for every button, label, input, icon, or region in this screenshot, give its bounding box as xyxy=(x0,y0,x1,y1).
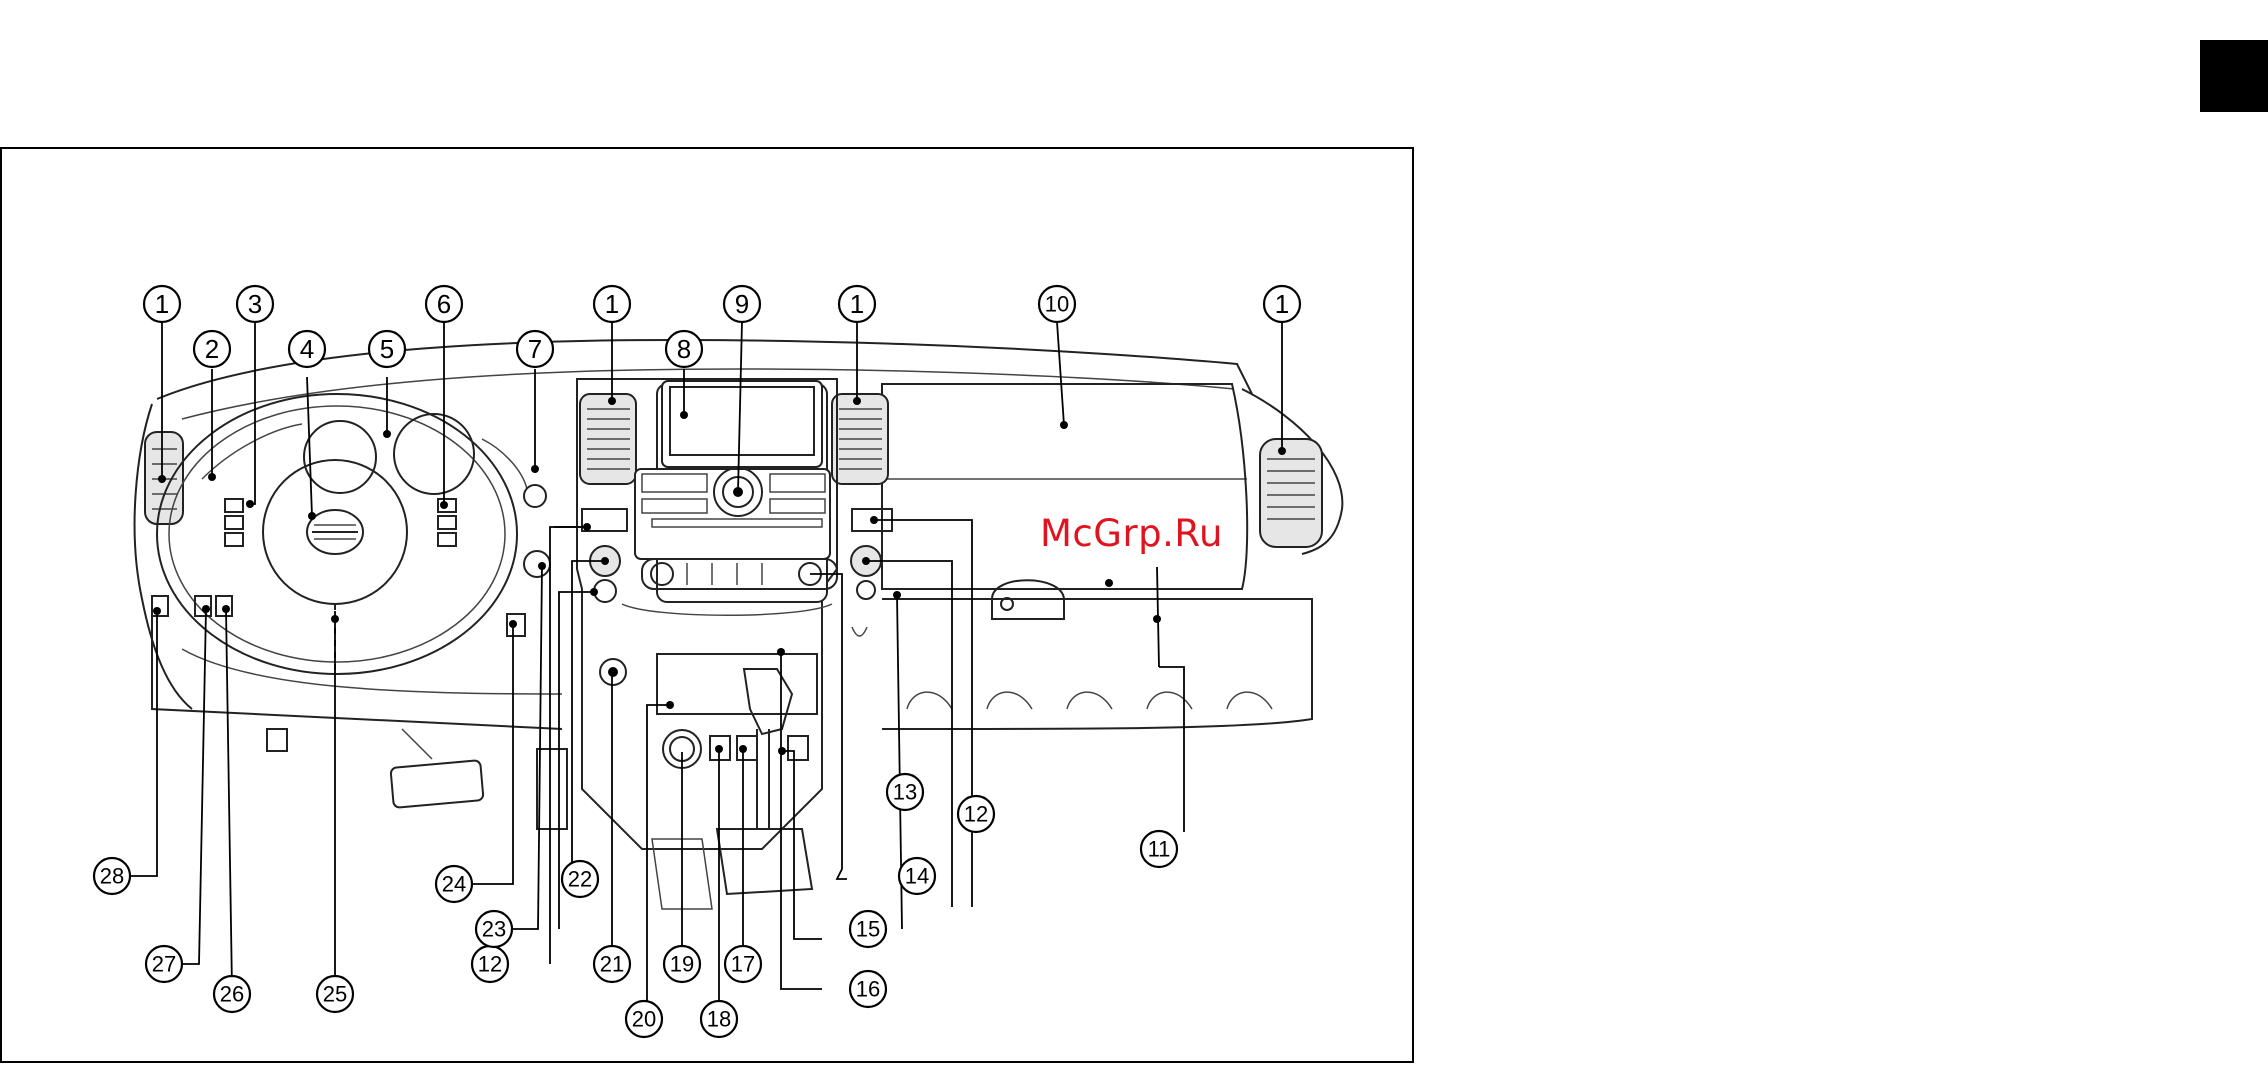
svg-text:16: 16 xyxy=(856,977,880,1002)
callout-21: 21 xyxy=(594,946,630,982)
svg-text:20: 20 xyxy=(632,1007,656,1032)
callout-8: 8 xyxy=(666,331,702,367)
svg-text:17: 17 xyxy=(731,952,755,977)
svg-text:1: 1 xyxy=(1275,289,1289,319)
svg-text:19: 19 xyxy=(670,952,694,977)
callout-3: 3 xyxy=(237,286,273,322)
callout-26: 26 xyxy=(214,976,250,1012)
callout-28: 28 xyxy=(94,858,130,894)
svg-text:18: 18 xyxy=(707,1007,731,1032)
svg-text:5: 5 xyxy=(380,334,394,364)
diagram-frame: 1 1 1 1 2 3 4 5 6 7 8 9 10 11 12 12 13 1… xyxy=(0,147,1414,1063)
svg-text:23: 23 xyxy=(482,917,506,942)
steering-wheel xyxy=(152,394,567,829)
svg-text:10: 10 xyxy=(1045,292,1069,317)
svg-text:12: 12 xyxy=(964,802,988,827)
svg-text:7: 7 xyxy=(528,334,542,364)
svg-text:1: 1 xyxy=(155,289,169,319)
svg-text:11: 11 xyxy=(1148,837,1171,862)
callout-4: 4 xyxy=(289,331,325,367)
callout-22: 22 xyxy=(562,861,598,897)
callout-1d: 1 xyxy=(1264,286,1300,322)
svg-text:25: 25 xyxy=(323,982,347,1007)
callout-24: 24 xyxy=(436,866,472,902)
callout-7: 7 xyxy=(517,331,553,367)
svg-text:4: 4 xyxy=(300,334,314,364)
callout-12a: 12 xyxy=(958,796,994,832)
svg-text:28: 28 xyxy=(100,864,124,889)
svg-text:2: 2 xyxy=(205,334,219,364)
svg-text:6: 6 xyxy=(437,289,451,319)
callout-15: 15 xyxy=(850,911,886,947)
svg-text:27: 27 xyxy=(152,952,176,977)
watermark-text: McGrp.Ru xyxy=(1040,512,1223,555)
svg-text:26: 26 xyxy=(220,982,244,1007)
svg-text:8: 8 xyxy=(677,334,691,364)
callout-12b: 12 xyxy=(472,946,508,982)
callout-19: 19 xyxy=(664,946,700,982)
svg-text:22: 22 xyxy=(568,867,592,892)
instrument-panel-diagram: 1 1 1 1 2 3 4 5 6 7 8 9 10 11 12 12 13 1… xyxy=(2,149,1412,1061)
svg-text:3: 3 xyxy=(248,289,262,319)
callout-2: 2 xyxy=(194,331,230,367)
callout-16: 16 xyxy=(850,971,886,1007)
svg-text:13: 13 xyxy=(893,780,917,805)
svg-text:12: 12 xyxy=(478,952,502,977)
callout-1a: 1 xyxy=(144,286,180,322)
callout-18: 18 xyxy=(701,1001,737,1037)
page-tab-marker xyxy=(2200,40,2268,112)
callout-23: 23 xyxy=(476,911,512,947)
callout-5: 5 xyxy=(369,331,405,367)
callout-14: 14 xyxy=(899,858,935,894)
svg-text:14: 14 xyxy=(905,864,929,889)
callout-20: 20 xyxy=(626,1001,662,1037)
svg-text:21: 21 xyxy=(600,952,624,977)
svg-text:1: 1 xyxy=(850,289,864,319)
callout-25: 25 xyxy=(317,976,353,1012)
callout-9: 9 xyxy=(724,286,760,322)
callout-11: 11 xyxy=(1141,831,1177,867)
svg-text:1: 1 xyxy=(605,289,619,319)
callout-6: 6 xyxy=(426,286,462,322)
svg-text:9: 9 xyxy=(735,289,749,319)
callout-10: 10 xyxy=(1039,286,1075,322)
svg-text:24: 24 xyxy=(442,872,466,897)
callout-17: 17 xyxy=(725,946,761,982)
callout-1b: 1 xyxy=(594,286,630,322)
callout-1c: 1 xyxy=(839,286,875,322)
svg-text:15: 15 xyxy=(856,917,880,942)
callout-27: 27 xyxy=(146,946,182,982)
callout-13: 13 xyxy=(887,774,923,810)
